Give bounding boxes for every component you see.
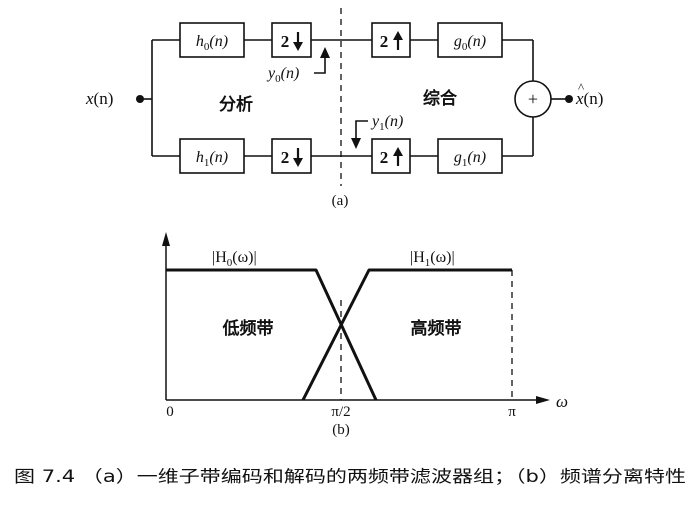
caption-b: (b) [332,422,350,438]
spectrum-plot: ω |H0(ω)| |H1(ω)| 低频带 高频带 0 π/2 π (b) [162,232,568,438]
filter-g0-label: g0(n) [454,33,486,53]
x-tick-0: 0 [166,404,174,420]
synthesis-label: 综合 [423,88,458,109]
downsample-lower-label: 2 [281,148,290,167]
filter-h0-box [179,22,245,58]
y0-arrow-icon [314,47,330,74]
analysis-label: 分析 [219,94,253,115]
h0-label: |H0(ω)| [212,249,257,269]
upsample-lower-label: 2 [380,148,389,167]
filter-h1-label: h1(n) [196,149,228,169]
upsample-lower-box [371,138,411,174]
up-arrow-icon [393,31,403,50]
filter-g1-box [437,138,503,174]
filter-bank-diagram: x(n) h0(n) 2 2 [85,8,603,209]
filter-g0-box [437,22,503,58]
y-axis-arrow-icon [162,232,170,246]
h1-label: |H1(ω)| [410,249,455,269]
filter-h1-box [179,138,245,174]
upsample-upper-label: 2 [380,32,389,51]
y1-arrow-icon [351,120,368,149]
high-band-label: 高频带 [411,318,462,339]
upsample-upper-box [371,22,411,58]
down-arrow-icon [293,148,303,167]
downsample-upper-box [271,22,312,58]
figure-caption: 图 7.4 （a）一维子带编码和解码的两频带滤波器组；（b）频谱分离特性 [14,467,686,486]
x-axis-symbol: ω [556,392,568,411]
output-hat-icon: ^ [578,80,584,95]
output-node [565,95,573,103]
filter-g1-label: g1(n) [454,149,486,169]
input-label: x(n) [85,89,113,108]
downsample-lower-box [271,138,312,174]
x-tick-pi: π [508,404,516,420]
down-arrow-icon [293,32,303,51]
output-label: x(n) [575,89,603,108]
up-arrow-icon [393,147,403,166]
caption-a: (a) [332,193,349,209]
signal-y1-label: y1(n) [370,113,403,133]
x-axis-arrow-icon [536,396,550,404]
downsample-upper-label: 2 [281,32,290,51]
adder-symbol: + [528,89,538,109]
x-tick-half-pi: π/2 [331,404,350,420]
h1-curve [301,268,512,401]
h0-curve [166,268,378,401]
low-band-label: 低频带 [222,318,274,339]
signal-y0-label: y0(n) [266,65,299,85]
filter-h0-label: h0(n) [196,33,228,53]
